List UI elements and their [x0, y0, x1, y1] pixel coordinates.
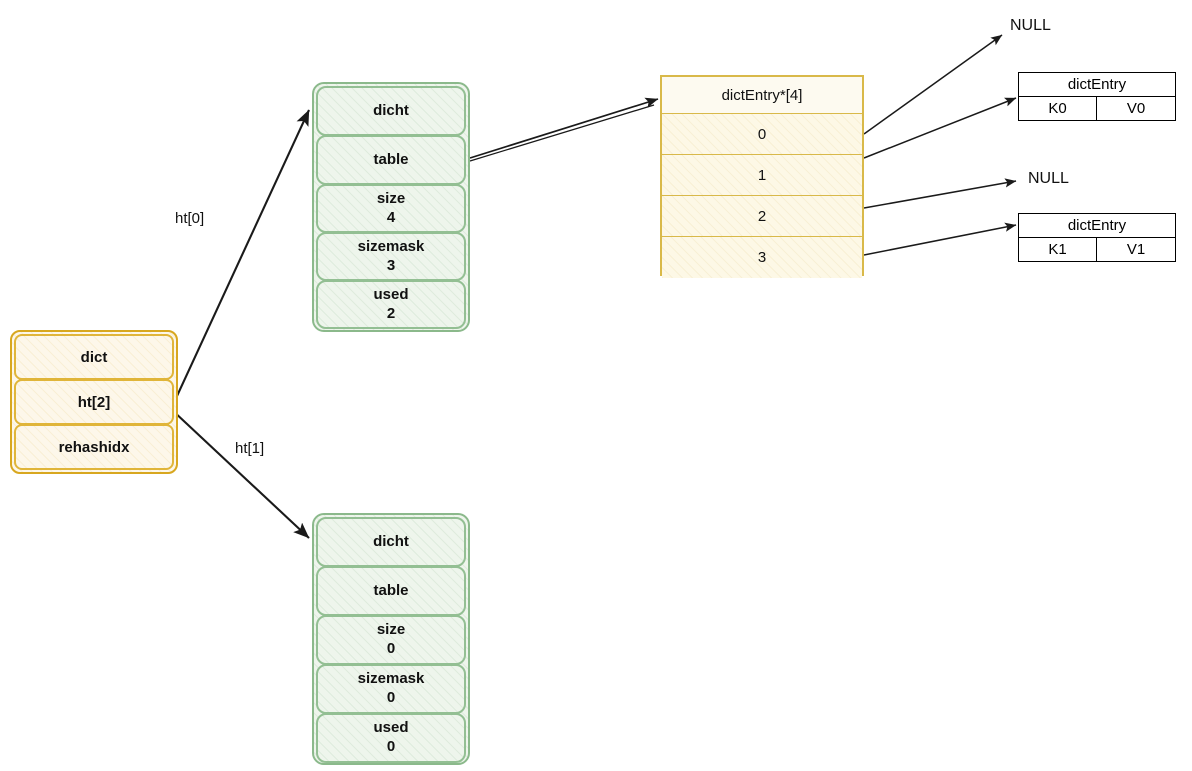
dict-entry-1-key-cell[interactable]: K1: [1018, 238, 1097, 262]
ht1-row-dicht[interactable]: dicht: [316, 517, 466, 567]
dict-entry-0-value: V0: [1126, 100, 1146, 117]
edge-label-ht0: ht[0]: [175, 210, 205, 227]
arrow-bucket0-to-null: [863, 34, 1003, 135]
ht0-row-sizemask-value: 3: [386, 256, 396, 274]
null-label-1: NULL: [1028, 170, 1069, 187]
arrow-table-to-bucketarray: [469, 97, 659, 159]
ht1-row-used-label: used: [373, 719, 409, 737]
bucket-array: dictEntry*[4] 0 1 2 3: [660, 75, 864, 278]
dict-entry-0-header: dictEntry: [1018, 72, 1176, 97]
ht0-row-size[interactable]: size 4: [316, 184, 466, 233]
null-label-0: NULL: [1010, 17, 1051, 34]
ht1-row-sizemask[interactable]: sizemask 0: [316, 664, 466, 714]
dict-entry-0-key: K0: [1048, 100, 1067, 117]
ht0-row-table-label: table: [373, 150, 409, 168]
ht0-row-used-label: used: [373, 285, 409, 303]
ht1-row-table-label: table: [373, 581, 409, 599]
ht0-row-table[interactable]: table: [316, 135, 466, 185]
ht1-row-size-value: 0: [386, 640, 396, 657]
ht0-row-sizemask[interactable]: sizemask 3: [316, 232, 466, 281]
dict-entry-0-key-cell[interactable]: K0: [1018, 97, 1097, 121]
dict-entry-1-key: K1: [1048, 241, 1067, 258]
ht1-row-size[interactable]: size 0: [316, 615, 466, 665]
ht1-row-sizemask-value: 0: [386, 689, 396, 706]
ht0-row-used[interactable]: used 2: [316, 280, 466, 329]
dict-row-dict-label: dict: [80, 348, 108, 366]
ht0-row-size-label: size: [376, 189, 406, 207]
bucket-row-3-label: 3: [757, 249, 767, 266]
arrow-bucket3-to-entry1: [863, 222, 1017, 256]
dict-entry-1-header: dictEntry: [1018, 213, 1176, 238]
ht1-row-size-label: size: [376, 621, 406, 639]
dict-struct: dict ht[2] rehashidx: [10, 330, 178, 474]
dict-entry-1-value-cell[interactable]: V1: [1097, 238, 1176, 262]
bucket-row-0[interactable]: 0: [662, 114, 862, 155]
dictht-1-struct: dicht table size 0 sizemask 0 used 0: [312, 513, 470, 765]
dict-row-ht-label: ht[2]: [77, 393, 111, 411]
ht0-row-dicht[interactable]: dicht: [316, 86, 466, 136]
ht0-row-sizemask-label: sizemask: [357, 237, 425, 255]
dict-entry-0-value-cell[interactable]: V0: [1097, 97, 1176, 121]
dict-entry-1-value: V1: [1126, 241, 1146, 258]
bucket-array-header-label: dictEntry*[4]: [721, 86, 803, 104]
dict-entry-0-header-label: dictEntry: [1067, 76, 1127, 93]
dict-entry-1-cells: K1 V1: [1018, 238, 1176, 262]
bucket-row-2[interactable]: 2: [662, 196, 862, 237]
arrow-dict-to-ht0: [170, 109, 310, 410]
dict-entry-0-cells: K0 V0: [1018, 97, 1176, 121]
ht0-row-used-value: 2: [386, 304, 396, 322]
bucket-array-header: dictEntry*[4]: [662, 77, 862, 114]
ht0-row-dicht-label: dicht: [373, 101, 409, 119]
dict-row-dict[interactable]: dict: [14, 334, 174, 380]
ht1-row-used[interactable]: used 0: [316, 713, 466, 763]
ht1-row-used-value: 0: [386, 738, 396, 755]
dict-row-rehashidx-label: rehashidx: [58, 438, 130, 456]
dict-row-ht[interactable]: ht[2]: [14, 379, 174, 425]
dictht-0-struct: dicht table size 4 sizemask 3 used 2: [312, 82, 470, 332]
ht1-row-sizemask-label: sizemask: [357, 670, 425, 688]
dict-entry-1: dictEntry K1 V1: [1018, 213, 1176, 262]
bucket-row-0-label: 0: [757, 125, 767, 143]
arrow-table-to-bucketarray-shadow: [469, 104, 655, 162]
arrow-dict-to-ht1: [170, 408, 310, 539]
arrow-bucket1-to-entry0: [863, 97, 1017, 159]
ht1-row-dicht-label: dicht: [373, 532, 409, 550]
bucket-row-1-label: 1: [757, 166, 767, 184]
bucket-row-1[interactable]: 1: [662, 155, 862, 196]
dict-entry-0: dictEntry K0 V0: [1018, 72, 1176, 121]
bucket-row-3[interactable]: 3: [662, 237, 862, 278]
ht1-row-table[interactable]: table: [316, 566, 466, 616]
arrow-bucket2-to-null: [863, 178, 1017, 209]
ht0-row-size-value: 4: [386, 208, 396, 226]
bucket-row-2-label: 2: [757, 207, 767, 225]
dict-entry-1-header-label: dictEntry: [1067, 217, 1127, 234]
dict-row-rehashidx[interactable]: rehashidx: [14, 424, 174, 470]
edge-label-ht1: ht[1]: [235, 440, 265, 457]
